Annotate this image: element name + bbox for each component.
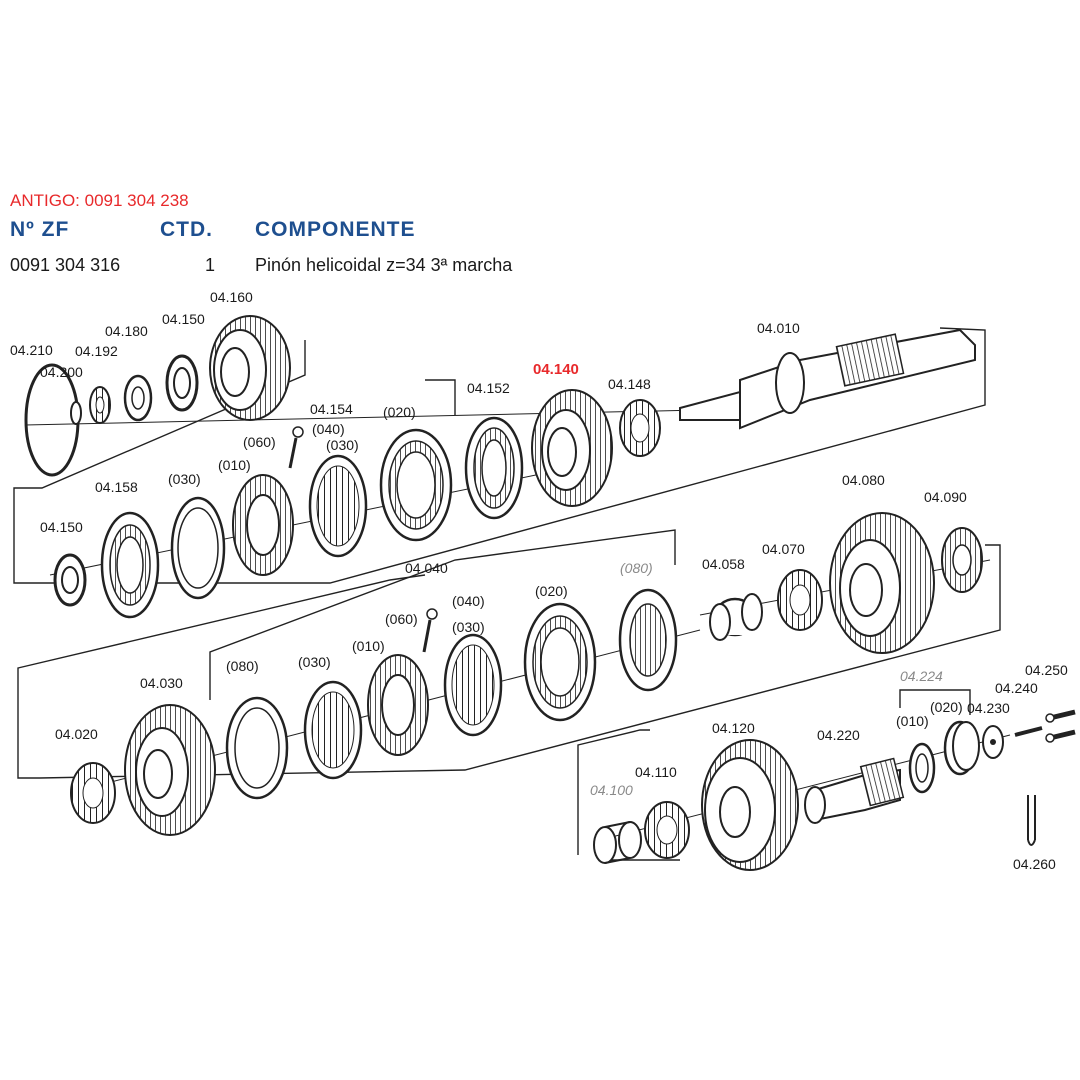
nut-04180 [123,374,153,422]
label-04150-mid: 04.150 [40,519,83,535]
cotter-pin-04260 [1027,795,1036,846]
gear-04120 [701,739,799,871]
label-04080: 04.080 [842,472,885,488]
part-labels: 04.210 04.200 04.192 04.180 04.150 04.16… [10,290,1068,872]
label-04250: 04.250 [1025,662,1068,678]
bushing-04150-mid [53,553,87,607]
sync-ring-080-ghost [618,588,678,692]
label-04200: 04.200 [40,364,83,380]
label-04240: 04.240 [995,680,1038,696]
label-04150-top: 04.150 [162,311,205,327]
label-04120: 04.120 [712,720,755,736]
label-04180: 04.180 [105,323,148,339]
label-04154: 04.154 [310,401,353,417]
needle-bearing-04148 [619,399,661,457]
snap-ring-04210 [24,363,80,477]
pin-060-bottom [422,608,438,653]
ring-04158 [100,511,160,619]
label-020-c: (020) [930,699,963,715]
column-header-zf: Nº ZF [10,218,70,241]
column-header-qty: CTD. [160,218,213,241]
label-04220: 04.220 [817,727,860,743]
label-04110: 04.110 [635,764,677,780]
label-060-b: (060) [385,611,418,627]
label-040-b: (040) [452,593,485,609]
hub-010-top [232,474,294,576]
label-04210: 04.210 [10,342,53,358]
sync-ring-030-top-b [308,454,368,558]
bolts-04250 [1045,709,1076,743]
exploded-gearbox-diagram: 04.210 04.200 04.192 04.180 04.150 04.16… [10,290,1076,872]
label-04230: 04.230 [967,700,1010,716]
label-010-a: (010) [218,457,251,473]
sync-ring-080-bottom [225,696,289,800]
needle-bearing-04110 [644,801,690,859]
label-04160: 04.160 [210,290,253,305]
label-04260: 04.260 [1013,856,1056,872]
hub-010-bottom [367,654,429,756]
bearing-04192 [89,386,111,424]
label-04224-ghost: 04.224 [900,668,943,684]
pin-04240 [1014,726,1043,737]
row-component: Pinón helicoidal z=34 3ª marcha [255,255,513,275]
sync-ring-04152 [464,416,524,520]
label-010-b: (010) [352,638,385,654]
gear-04160 [209,315,291,421]
label-040-a: (040) [312,421,345,437]
label-030-c: (030) [298,654,331,670]
label-04158: 04.158 [95,479,138,495]
label-030-d: (030) [452,619,485,635]
label-060-a: (060) [243,434,276,450]
sleeve-020-bottom [523,602,597,722]
sleeve-020-top [379,428,453,542]
label-04040: 04.040 [405,560,448,576]
helical-gear-04140 [531,389,613,507]
label-080-b: (080) [226,658,259,674]
label-04030: 04.030 [140,675,183,691]
label-04058: 04.058 [702,556,745,572]
needle-bearing-04020 [70,762,116,824]
bushing-04058 [709,593,763,641]
bushing-04100 [593,821,642,864]
sync-ring-030-bottom-b [443,633,503,737]
label-04140-highlighted: 04.140 [533,361,579,378]
label-020-a: (020) [383,404,416,420]
main-shaft-04010 [679,328,976,430]
label-04020: 04.020 [55,726,98,742]
pin-060-top [288,426,304,469]
label-04010: 04.010 [757,320,800,336]
seal-010 [908,742,936,794]
row-zf-number: 0091 304 316 [10,255,121,275]
label-020-b: (020) [535,583,568,599]
parts-header: ANTIGO: 0091 304 238 Nº ZF CTD. COMPONEN… [0,0,1080,290]
label-080-ghost: (080) [620,560,653,576]
grouping-frames [13,327,1001,861]
sync-ring-030-top [170,496,226,600]
old-part-number: ANTIGO: 0091 304 238 [10,191,189,210]
gear-04090 [941,527,983,593]
sync-ring-030-bottom [303,680,363,780]
gear-04080 [829,512,935,654]
column-header-component: COMPONENTE [255,218,416,241]
bushing-04150-top [165,354,199,412]
label-04152: 04.152 [467,380,510,396]
washer-04200 [70,401,82,425]
gear-04030 [124,704,216,836]
label-04192: 04.192 [75,343,118,359]
label-04090: 04.090 [924,489,967,505]
label-010-c: (010) [896,713,929,729]
row-quantity: 1 [205,255,216,275]
label-04100-ghost: 04.100 [590,782,633,798]
label-030-b: (030) [326,437,359,453]
cover-020 [943,720,980,776]
label-030-a: (030) [168,471,201,487]
label-04148: 04.148 [608,376,651,392]
flange-04220 [804,757,905,824]
needle-bearing-04070 [777,569,823,631]
label-04070: 04.070 [762,541,805,557]
washer-04230 [982,725,1004,759]
